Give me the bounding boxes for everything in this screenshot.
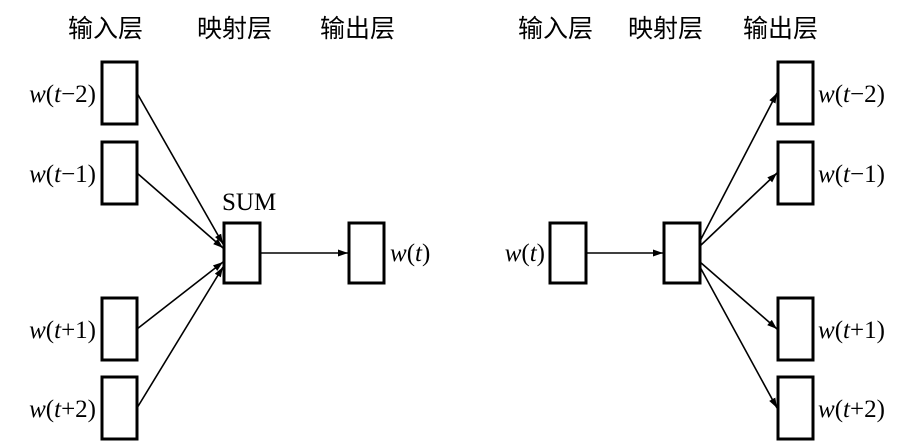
cbow-projection-box xyxy=(222,221,262,285)
cbow-arrow-input-4 xyxy=(136,266,224,409)
cbow-input-label-t-plus-1: w(t+1) xyxy=(29,317,96,344)
cbow-input-box-t-minus-1 xyxy=(100,140,139,206)
cbow-arrow-input-3 xyxy=(136,261,224,330)
skipgram-input-label: w(t) xyxy=(505,240,545,267)
skipgram-output-label-t-minus-1: w(t−1) xyxy=(818,161,885,188)
cbow-output-layer-header: 输出层 xyxy=(320,14,395,43)
skipgram-output-box-t-minus-1 xyxy=(776,140,815,206)
cbow-input-box-t-plus-1 xyxy=(100,296,139,362)
skipgram-output-label-t-plus-1: w(t+1) xyxy=(818,317,885,344)
skipgram-arrow-output-4 xyxy=(699,266,778,409)
skipgram-input-box xyxy=(548,221,588,285)
skipgram-model: 输入层 映射层 输出层 w(t) w(t−2) w(t−1) w(t+1) w(… xyxy=(505,14,885,441)
skipgram-output-box-t-minus-2 xyxy=(776,60,815,126)
cbow-input-label-t-plus-2: w(t+2) xyxy=(29,396,96,423)
skipgram-output-box-t-plus-1 xyxy=(776,296,815,362)
cbow-input-layer-header: 输入层 xyxy=(68,14,143,43)
skipgram-output-label-t-minus-2: w(t−2) xyxy=(818,81,885,108)
skipgram-arrow-output-2 xyxy=(699,172,778,247)
skipgram-output-label-t-plus-2: w(t+2) xyxy=(818,396,885,423)
skipgram-arrow-output-3 xyxy=(699,261,778,330)
skipgram-output-layer-header: 输出层 xyxy=(743,14,818,43)
skipgram-output-box-t-plus-2 xyxy=(776,375,815,441)
cbow-arrow-input-2 xyxy=(136,172,224,249)
cbow-sum-label: SUM xyxy=(222,189,276,216)
cbow-input-box-t-minus-2 xyxy=(100,60,139,126)
skipgram-input-layer-header: 输入层 xyxy=(518,14,593,43)
skipgram-projection-box xyxy=(662,221,702,285)
cbow-model: 输入层 映射层 输出层 w(t−2) w(t−1) w(t+1) w(t+2) … xyxy=(29,14,430,441)
cbow-input-label-t-minus-1: w(t−1) xyxy=(29,161,96,188)
cbow-output-box xyxy=(347,221,386,285)
cbow-input-label-t-minus-2: w(t−2) xyxy=(29,81,96,108)
skipgram-arrow-output-1 xyxy=(699,92,778,242)
cbow-input-box-t-plus-2 xyxy=(100,375,139,441)
cbow-projection-layer-header: 映射层 xyxy=(197,14,272,43)
cbow-arrow-input-1 xyxy=(136,92,224,245)
cbow-output-label: w(t) xyxy=(390,240,430,267)
skipgram-projection-layer-header: 映射层 xyxy=(628,14,703,43)
